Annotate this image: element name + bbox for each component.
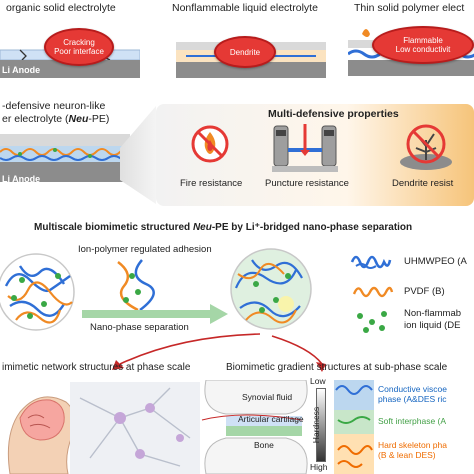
flammable-bubble: Flammable Low conductivit xyxy=(372,26,474,64)
cartilage-label: Articular cartilage xyxy=(238,414,304,424)
dendrite-bubble: Dendrite xyxy=(214,36,276,68)
puncture-resistance-label: Puncture resistance xyxy=(265,178,349,189)
tangled-polymer-blob xyxy=(0,253,75,331)
bone-label: Bone xyxy=(254,440,274,450)
adhesion-polymers xyxy=(117,259,155,312)
branch-arrows xyxy=(112,333,326,372)
neu-pe-title-line1: -defensive neuron-like xyxy=(2,100,106,112)
uhmwpeo-legend-label: UHMWPEO (A xyxy=(404,256,467,267)
phase-3-line1: Hard skeleton pha xyxy=(378,440,447,450)
phase-3-line2: (B & lean DES) xyxy=(378,450,436,460)
pvdf-legend-label: PVDF (B) xyxy=(404,286,445,297)
synovial-label: Synovial fluid xyxy=(242,392,293,402)
multiscale-title-suffix: -PE by Li⁺-bridged nano-phase separation xyxy=(211,222,413,233)
zoom-wedge xyxy=(120,104,474,206)
separation-label: Nano-phase separation xyxy=(90,322,189,333)
separated-phase-blob xyxy=(230,248,312,330)
des-legend-line1: Non-flammab xyxy=(404,308,462,319)
panel-1-bubble-text: Cracking Poor interface xyxy=(54,38,104,56)
multiscale-title-prefix: Multiscale biomimetic structured xyxy=(34,222,193,233)
brain-neuron-illustration xyxy=(7,382,200,474)
phase-2-line1: Soft interphase (A xyxy=(378,416,447,426)
adhesion-label: Ion-polymer regulated adhesion xyxy=(78,244,212,255)
gradient-structures-title: Biomimetic gradient structures at sub-ph… xyxy=(226,362,448,373)
phase-1-line1: Conductive viscoe xyxy=(378,384,447,394)
panel-3-bubble-text: Flammable Low conductivit xyxy=(395,36,451,54)
multiscale-title: Multiscale biomimetic structured Neu-PE … xyxy=(34,222,412,233)
fire-prohibited-icon xyxy=(191,125,229,163)
neu-pe-illustration xyxy=(0,134,130,182)
phase-1-label: Conductive viscoe phase (A&DES ric xyxy=(378,384,447,404)
uhmwpeo-legend-icon xyxy=(350,255,392,269)
des-legend-label: Non-flammab ion liquid (DE xyxy=(404,308,461,332)
hardness-low-label: Low xyxy=(310,376,326,386)
multi-defensive-title: Multi-defensive properties xyxy=(268,108,399,120)
puncture-gate-icon xyxy=(272,124,338,172)
hardness-label: Hardness xyxy=(311,406,322,444)
phase-1-line2: phase (A&DES ric xyxy=(378,394,447,404)
separation-arrow xyxy=(82,304,228,324)
des-legend-line2: ion liquid (DE xyxy=(404,320,461,331)
neu-pe-title-line2-prefix: er electrolyte ( xyxy=(2,113,69,125)
neu-pe-anode-label: Li Anode xyxy=(2,174,41,184)
neu-pe-title-line2-suffix: -PE) xyxy=(88,113,110,125)
phase-3-label: Hard skeleton pha (B & lean DES) xyxy=(378,440,447,460)
dendrite-prohibited-icon xyxy=(400,124,452,170)
fire-resistance-label: Fire resistance xyxy=(180,178,243,189)
panel-3-title: Thin solid polymer elect xyxy=(354,2,465,14)
pvdf-legend-icon xyxy=(352,286,394,298)
neu-pe-title: -defensive neuron-like er electrolyte (N… xyxy=(2,100,109,126)
panel-1-anode-label: Li Anode xyxy=(2,65,41,75)
panel-1-title: organic solid electrolyte xyxy=(6,2,116,14)
network-structures-title: imimetic network structures at phase sca… xyxy=(2,362,191,373)
multiscale-title-em: Neu xyxy=(192,222,212,233)
top-row: organic solid electrolyte Cracking Poor … xyxy=(0,0,474,92)
hardness-high-label: High xyxy=(310,462,328,472)
neu-pe-title-em: Neu xyxy=(68,113,89,125)
gradient-structure-illustration xyxy=(334,380,374,474)
dendrite-resistance-label: Dendrite resist xyxy=(392,178,454,189)
panel-2-title: Nonflammable liquid electrolyte xyxy=(172,2,318,14)
phase-2-label: Soft interphase (A xyxy=(378,416,446,426)
cracking-bubble: Cracking Poor interface xyxy=(44,28,114,66)
knee-joint-illustration xyxy=(201,380,308,474)
hardness-scale xyxy=(316,388,326,462)
des-legend-icon xyxy=(357,311,387,333)
panel-2-bubble-text: Dendrite xyxy=(229,47,261,57)
